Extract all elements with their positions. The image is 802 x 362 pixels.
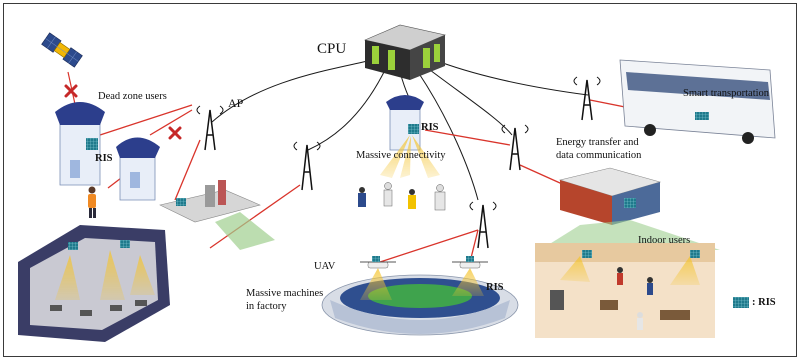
ris-panel [408,124,419,134]
cpu-label: CPU [317,41,347,57]
massive-machines-label-line2: in factory [246,301,287,312]
coverage-area [540,220,720,250]
factory-plant-icon [159,180,275,250]
ris-panel [582,250,592,258]
ris-panel [68,242,78,250]
ap-label: AP [228,96,244,110]
factory-interior [18,225,170,342]
indoor-users-label: Indoor users [638,235,691,246]
link-stadium-uav [379,229,479,263]
user-icon-deadzone [88,186,96,218]
smart-transportation-label: Smart transportation [683,88,770,99]
building-center [386,95,424,151]
ris-panel [690,250,700,258]
fronthaul-to-ap [211,59,373,123]
fronthaul-to-ap-right [429,69,513,136]
fronthaul-to-ap-stadium [417,71,479,201]
beam-stadium [360,268,484,300]
uav-label: UAV [314,261,336,272]
massive-connectivity-label: Massive connectivity [356,150,446,161]
legend-ris-label: : RIS [752,297,776,308]
crowd-icons [358,182,446,211]
ap-tower-icon [501,124,529,171]
bus-icon [619,59,776,144]
ap-tower-icon [293,141,321,191]
uav-icon [452,256,488,269]
fronthaul-links [211,59,589,201]
ris-label-uav: RIS [486,282,504,293]
legend-ris-icon [733,297,749,308]
building-left-1 [55,102,105,186]
fronthaul-to-ap-mid [307,69,386,151]
indoor-room [535,243,715,338]
ap-tower-icon [573,76,601,121]
ap-tower-icon [196,105,224,151]
ris-panel [120,240,130,248]
energy-transfer-label-line2: data communication [556,150,642,161]
ris-panel [624,198,636,208]
ris-label-left: RIS [95,153,113,164]
link-ap-building1 [99,104,193,136]
ris-panel [695,112,709,120]
link-center-right [424,129,511,146]
ris-panel [86,138,98,150]
ap-tower-icon [469,201,497,249]
cpu-server-icon [364,24,446,80]
mall-building-icon [558,167,662,225]
ris-label-center: RIS [421,122,439,133]
blocked-icon-building [168,126,182,140]
beam-connectivity [380,135,440,178]
building-left-2 [116,137,160,201]
fronthaul-to-ap-bus [439,61,589,96]
blocked-icon-satellite [64,84,78,98]
uav-icon [360,256,396,269]
user-icons [617,267,653,330]
link-ap-building2 [149,109,193,136]
ris-panel [176,198,186,206]
energy-transfer-label-line1: Energy transfer and [556,137,639,148]
satellite-icon [41,32,83,68]
massive-machines-label-line1: Massive machines [246,288,324,299]
link-ap-factory-ris [209,184,301,249]
link-ap-factory [174,139,201,201]
dead-zone-users-label: Dead zone users [98,91,167,102]
